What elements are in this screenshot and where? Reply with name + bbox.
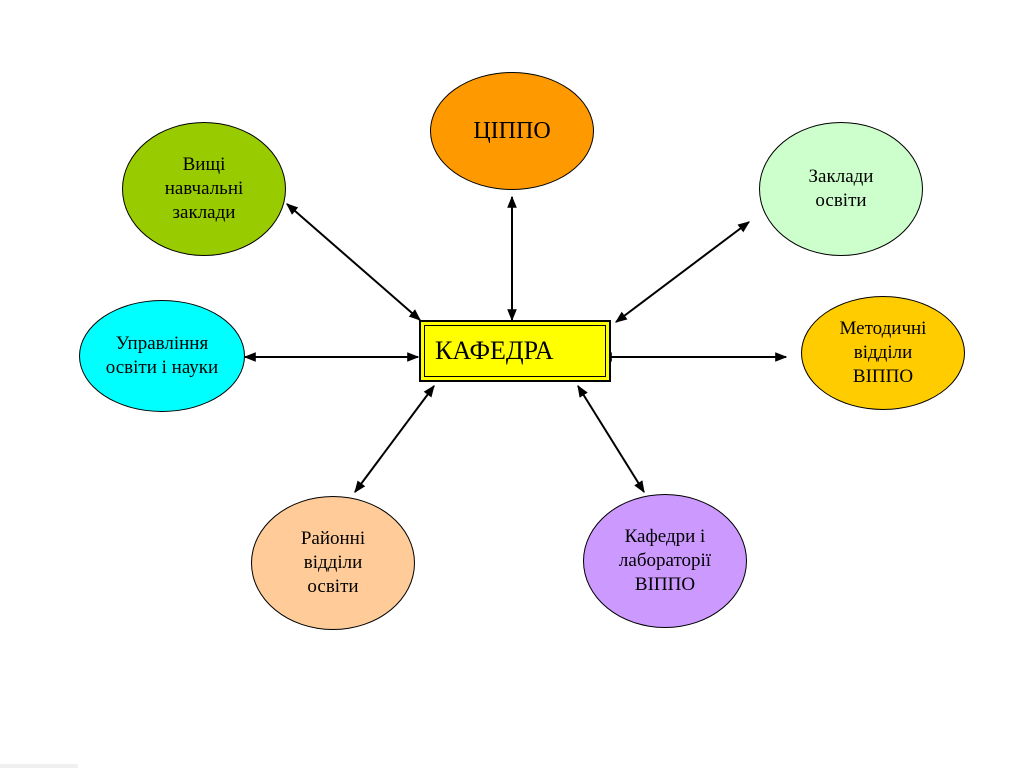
node-edu-management: Управління освіти і науки xyxy=(79,300,245,412)
center-node-label: КАФЕДРА xyxy=(435,336,554,365)
slide-edge-strip xyxy=(0,764,78,768)
node-edu-institutions: Заклади освіти xyxy=(759,122,923,256)
node-chairs-labs-label: Кафедри і лабораторії ВІППО xyxy=(618,526,712,595)
node-district-edu-label: Районні відділи освіти xyxy=(300,528,366,597)
arrow-to-district-edu xyxy=(354,385,435,493)
node-higher-edu-label: Вищі навчальні заклади xyxy=(164,154,244,223)
node-cippo: ЦІППО xyxy=(430,72,594,190)
node-method-departments-label: Методичні відділи ВІППО xyxy=(839,318,927,387)
node-district-edu: Районні відділи освіти xyxy=(251,496,415,630)
center-node-kafedra: КАФЕДРА xyxy=(419,320,611,382)
node-edu-institutions-label: Заклади освіти xyxy=(808,166,874,211)
node-cippo-label: ЦІППО xyxy=(473,118,551,144)
node-chairs-labs: Кафедри і лабораторії ВІППО xyxy=(583,494,747,628)
arrow-to-edu-institutions xyxy=(615,221,750,323)
node-edu-management-label: Управління освіти і науки xyxy=(105,333,219,378)
node-method-departments: Методичні відділи ВІППО xyxy=(801,296,965,410)
arrow-to-higher-edu xyxy=(286,203,421,321)
arrow-to-chairs-labs xyxy=(577,384,645,494)
node-higher-edu: Вищі навчальні заклади xyxy=(122,122,286,256)
